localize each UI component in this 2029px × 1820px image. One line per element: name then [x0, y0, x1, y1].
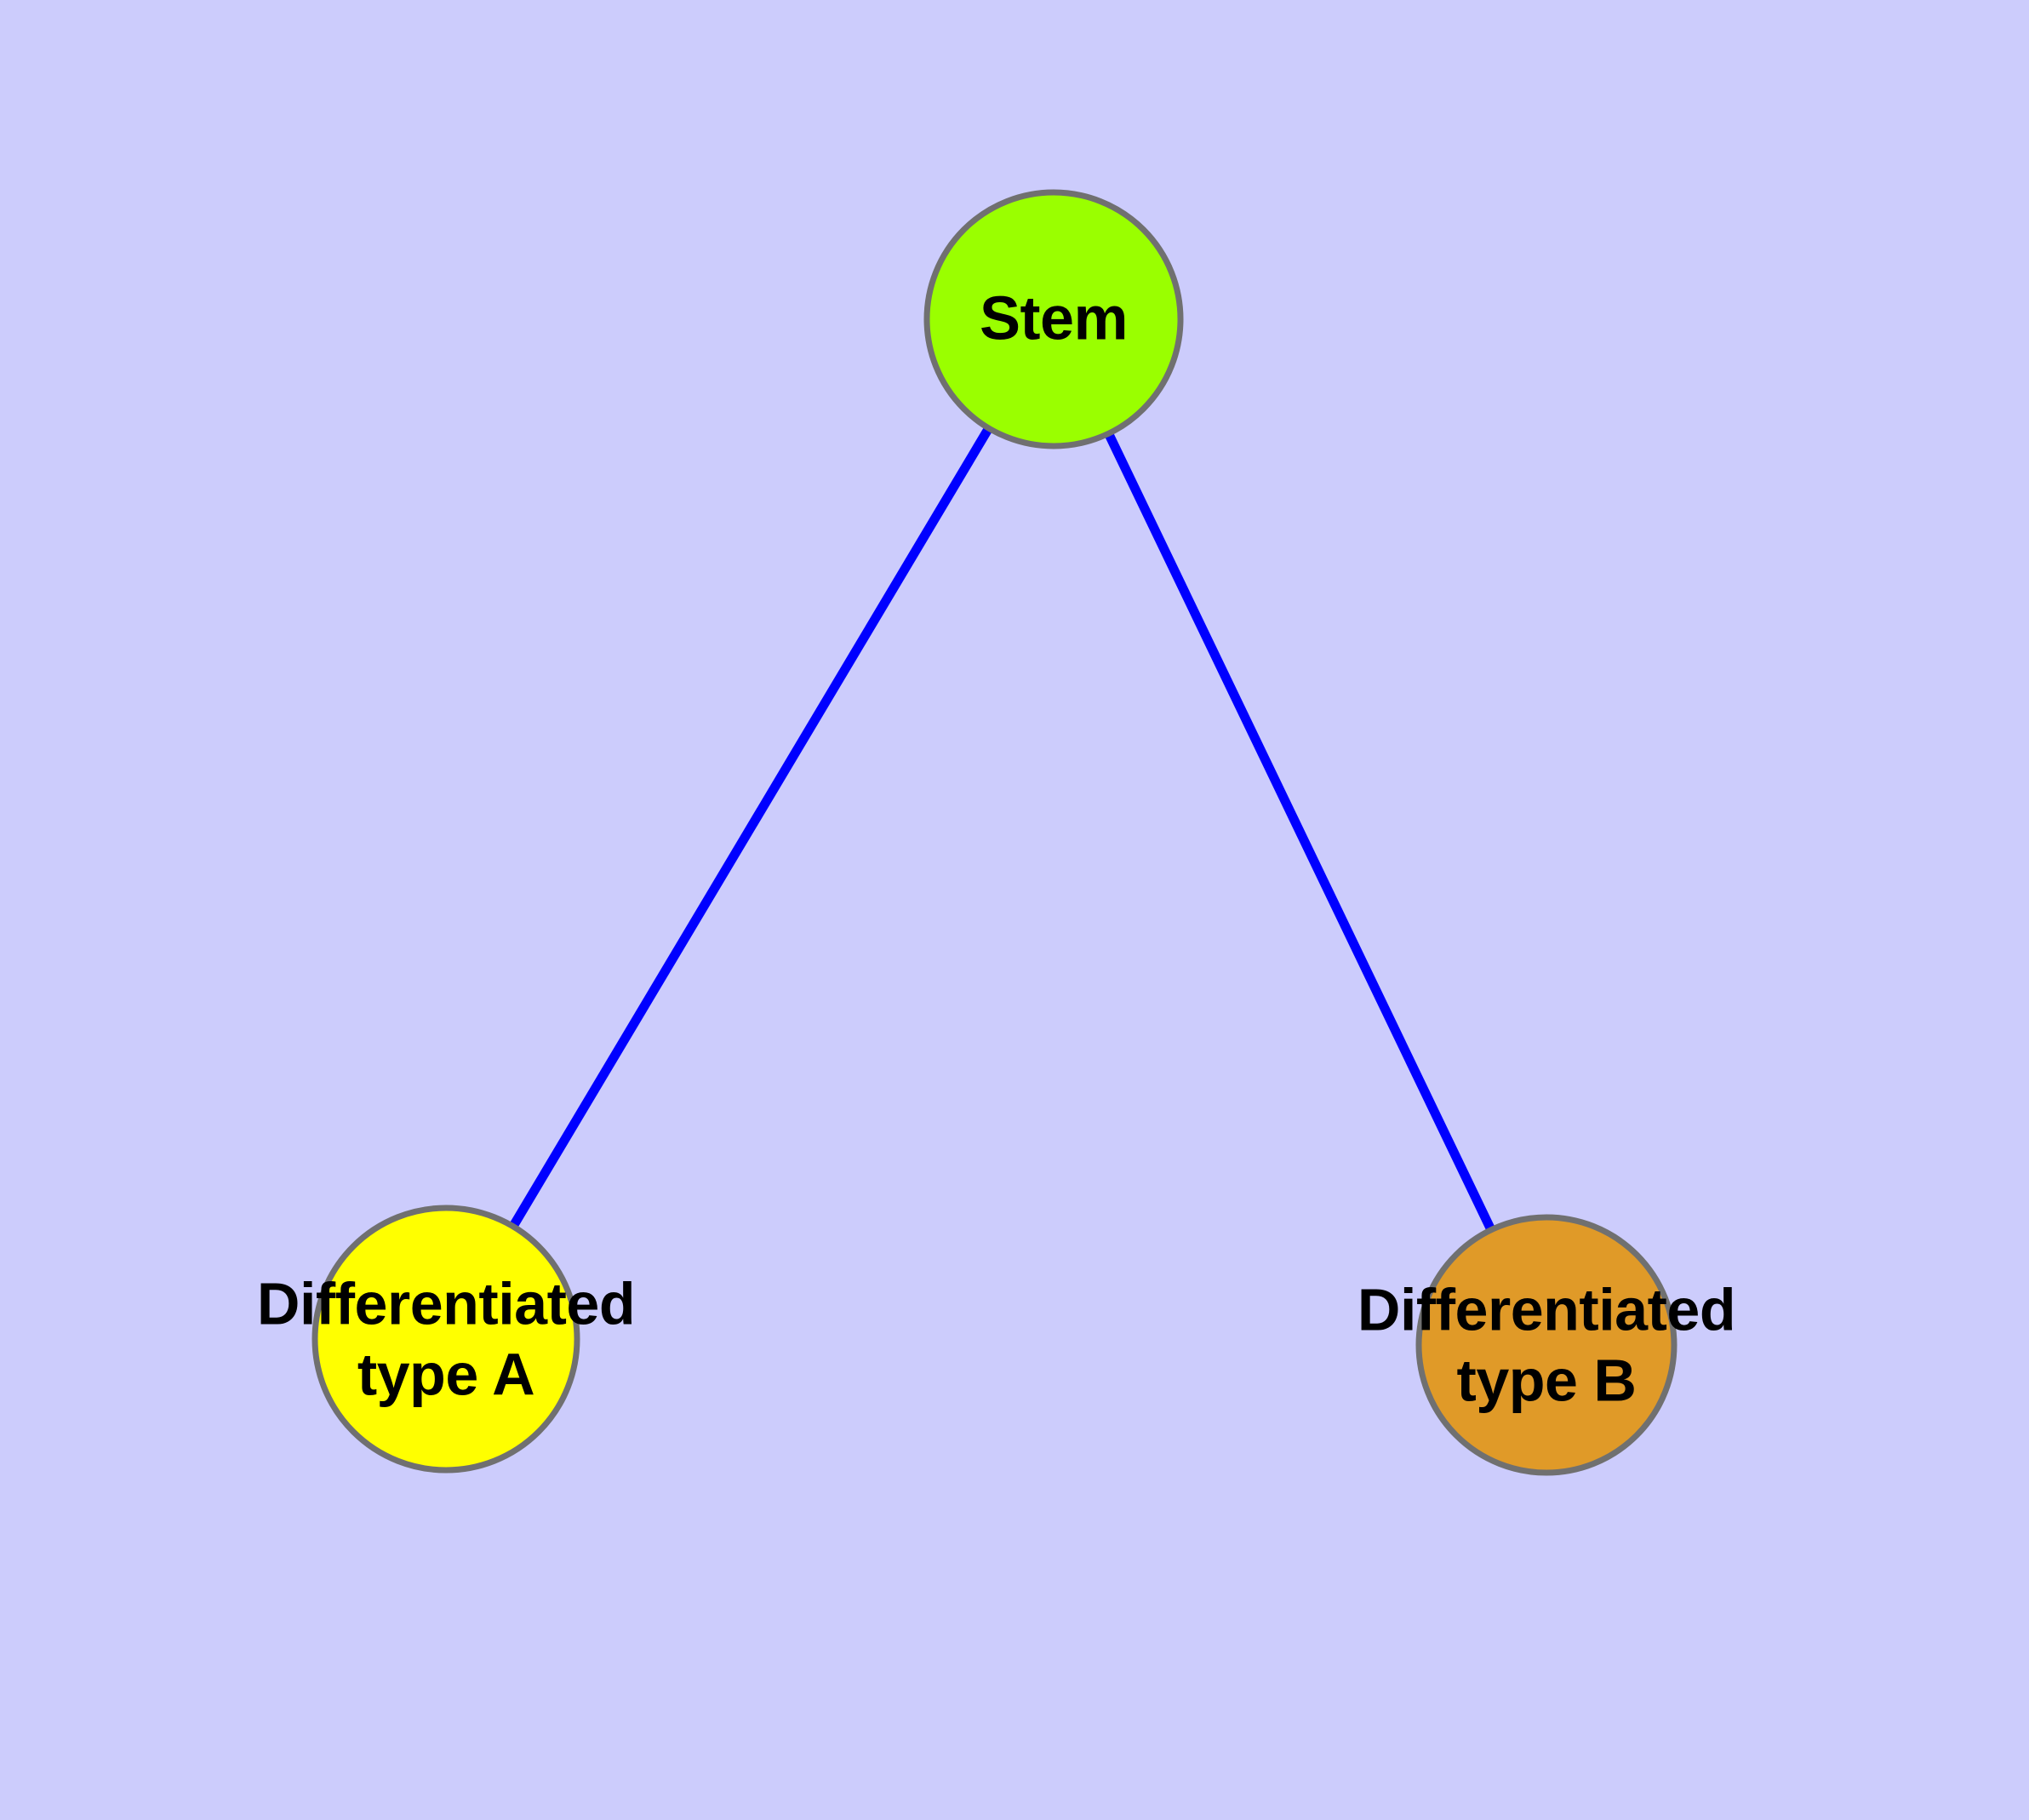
node-type-a[interactable] [311, 1205, 580, 1474]
node-layer [311, 189, 1677, 1476]
edge-stem-to-type-b[interactable] [1103, 430, 1496, 1233]
edge-layer [508, 424, 1496, 1233]
node-type-b[interactable] [1415, 1214, 1677, 1476]
edge-stem-to-type-a[interactable] [508, 424, 994, 1231]
node-stem[interactable] [923, 189, 1184, 449]
